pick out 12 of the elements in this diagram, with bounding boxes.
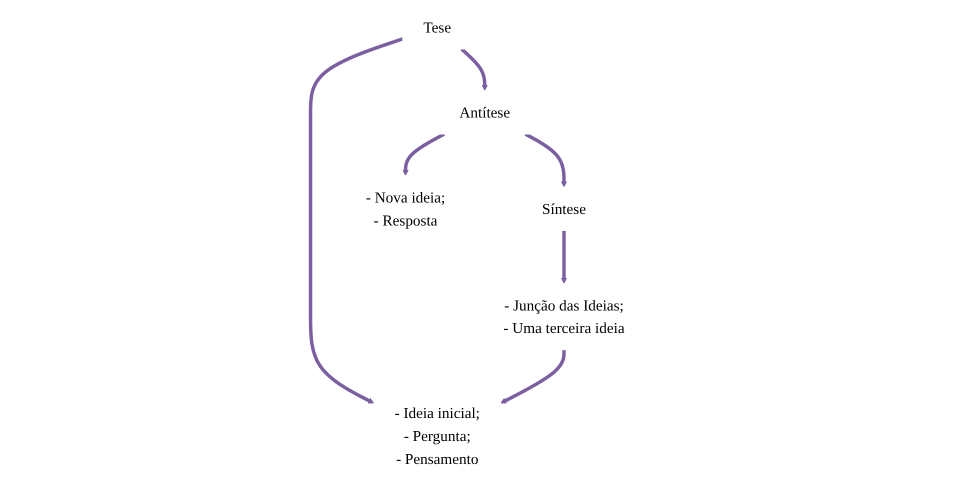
arrow [402, 132, 446, 176]
node-text: - Junção das Ideias; - Uma terceira ideia [503, 296, 625, 337]
arrow [561, 230, 568, 284]
node-text: Síntese [542, 200, 586, 218]
node-text: - Nova ideia; - Resposta [366, 188, 446, 229]
node-text: - Ideia inicial; - Pergunta; - Pensamento [394, 404, 480, 468]
node-text: Antítese [459, 104, 510, 121]
arrow [500, 350, 566, 404]
arrow [308, 37, 404, 404]
arrow [524, 132, 568, 188]
node-text: Tese [424, 18, 452, 36]
arrow [460, 48, 488, 91]
